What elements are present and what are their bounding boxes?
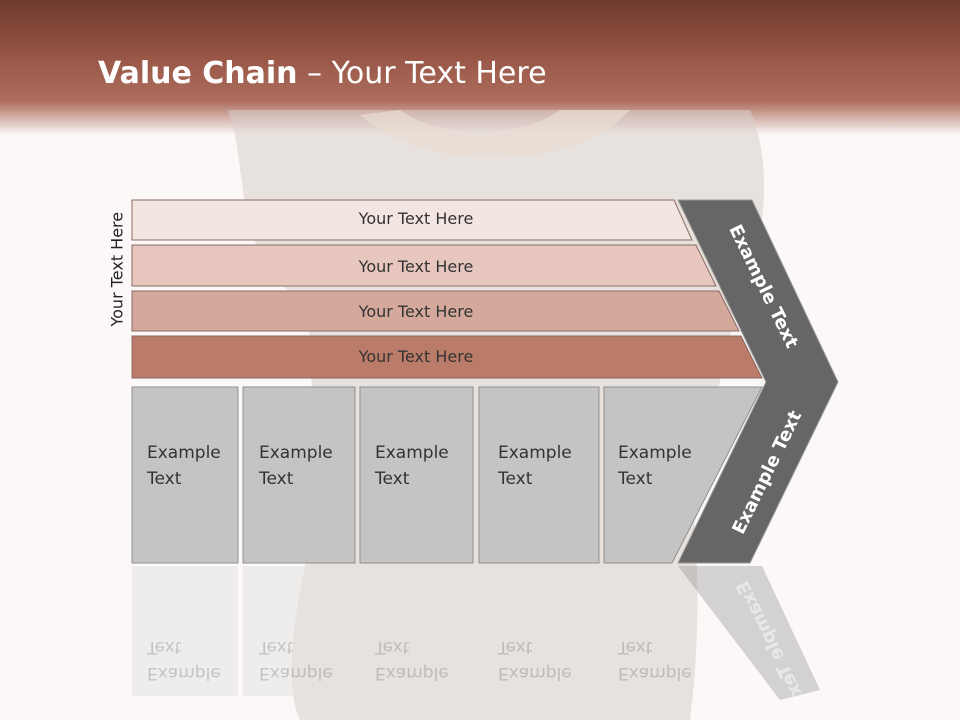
cell-5-reflection-text: Example Text [618, 634, 718, 686]
bar-1-label: Your Text Here [358, 209, 474, 228]
cell-4-refl-line1: Example [498, 663, 572, 683]
title-rest: – Your Text Here [297, 56, 547, 91]
cell-5-line2: Text [618, 469, 653, 489]
cell-5 [603, 386, 763, 564]
cell-reflection-4 [479, 566, 599, 696]
chevron-reflection [678, 566, 820, 700]
cell-reflection-2 [243, 566, 355, 696]
cell-4-reflection-text: Example Text [498, 634, 598, 686]
cell-2 [242, 386, 356, 564]
bar-1 [131, 199, 693, 241]
cell-5-refl-line2: Text [618, 637, 653, 657]
cell-2-reflection-text: Example Text [259, 634, 359, 686]
cell-1-reflection-text: Example Text [147, 634, 247, 686]
cell-1-line2: Text [147, 469, 182, 489]
slide-title: Value Chain – Your Text Here [98, 56, 547, 91]
chevron [677, 199, 839, 564]
cell-4-refl-line2: Text [498, 637, 533, 657]
cell-4-line2: Text [498, 469, 533, 489]
cell-2-line1: Example [259, 443, 333, 463]
cell-2-line2: Text [259, 469, 294, 489]
bar-3 [131, 290, 740, 332]
cell-3 [359, 386, 474, 564]
cell-3-reflection-text: Example Text [375, 634, 475, 686]
cell-reflection-3 [360, 566, 473, 696]
bar-2-label: Your Text Here [358, 257, 474, 276]
bar-4 [131, 335, 763, 379]
cell-2-refl-line2: Text [259, 637, 294, 657]
cell-4-line1: Example [498, 443, 572, 463]
cell-3-refl-line1: Example [375, 663, 449, 683]
cell-1 [131, 386, 239, 564]
bar-2 [131, 244, 717, 287]
cell-reflection-5 [604, 566, 674, 696]
cell-5-refl-line1: Example [618, 663, 692, 683]
cell-4 [478, 386, 600, 564]
cell-3-line1: Example [375, 443, 449, 463]
cell-1-refl-line2: Text [147, 637, 182, 657]
cell-3-refl-line2: Text [375, 637, 410, 657]
cell-3-line2: Text [375, 469, 410, 489]
title-bold: Value Chain [98, 56, 298, 91]
cell-1-refl-line1: Example [147, 663, 221, 683]
cell-5-line1: Example [618, 443, 692, 463]
cell-1-line1: Example [147, 443, 221, 463]
cell-reflection-1 [132, 566, 238, 696]
cell-2-refl-line1: Example [259, 663, 333, 683]
bar-4-label: Your Text Here [358, 347, 474, 366]
bar-3-label: Your Text Here [358, 302, 474, 321]
